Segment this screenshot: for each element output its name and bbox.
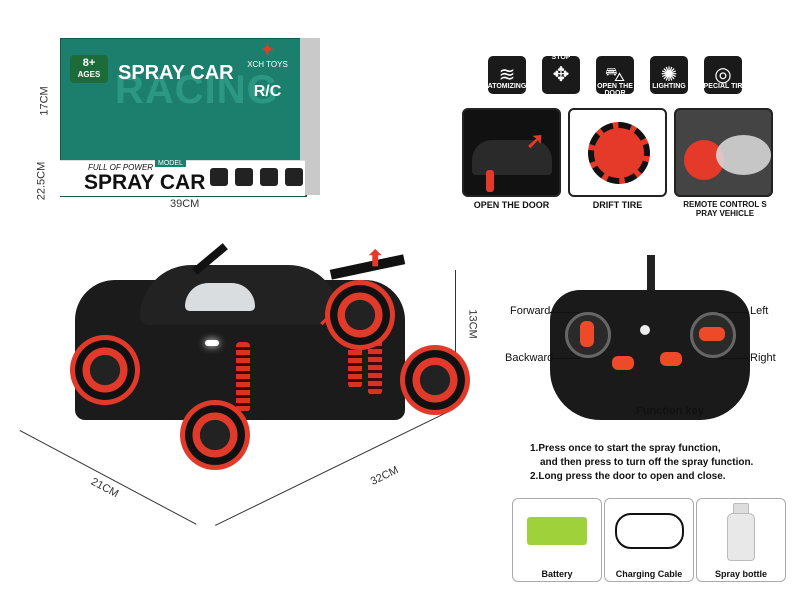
label-right: Right: [750, 352, 776, 364]
leader-left: [718, 312, 748, 313]
strip-icon-4: [285, 168, 303, 186]
package-box-side: [300, 38, 320, 195]
panel-caption: DRIFT TIRE: [592, 200, 643, 210]
leader-right: [718, 358, 748, 359]
bulb-icon: ✺: [650, 56, 688, 94]
battery-icon: [527, 517, 587, 545]
right-joystick-pad: [699, 327, 725, 341]
feature-atomizing: ≋ ATOMIZING: [482, 56, 532, 106]
box-model-tag: MODEL: [155, 160, 186, 167]
car-dim-length: 32CM: [368, 464, 401, 488]
car-windshield: [185, 283, 255, 311]
accessory-battery: Battery: [512, 498, 602, 582]
tire-icon: ◎: [704, 56, 742, 94]
box-dim-depth: 22.5CM: [35, 161, 48, 201]
shock-front-left: [236, 342, 250, 412]
age-badge-number: 8+: [82, 57, 96, 69]
feature-label: ATOMIZING: [487, 83, 527, 90]
box-logo: ✦ XCH TOYS R/C: [240, 40, 295, 101]
leader-forward: [550, 312, 580, 313]
instruction-line-1: 1.Press once to start the spray function…: [530, 443, 721, 454]
drift-tire: [588, 122, 650, 184]
rc-logo: R/C: [253, 83, 282, 100]
feature-special-tire: ◎ SPECIAL TIRE: [698, 56, 748, 106]
left-joystick[interactable]: [565, 312, 611, 358]
box-tagline: FULL OF POWER: [88, 163, 154, 172]
spray-icon: ≋: [488, 56, 526, 94]
wheel-front-right: [180, 400, 250, 470]
car-dim-height: 13CM: [466, 309, 479, 339]
instruction-line-2: and then press to turn off the spray fun…: [540, 457, 754, 468]
feature-label: STOP: [551, 54, 571, 61]
accessory-charging-cable: Charging Cable: [604, 498, 694, 582]
power-indicator-icon: [640, 325, 650, 335]
panel-car-silhouette: [472, 140, 552, 175]
age-badge: 8+ AGES: [70, 55, 108, 83]
panel-caption: OPEN THE DOOR: [473, 200, 550, 210]
car-dim-width: 21CM: [88, 475, 121, 501]
box-dim-height: 17CM: [38, 86, 51, 116]
cable-icon: [615, 513, 684, 549]
instructions: 1.Press once to start the spray function…: [530, 442, 753, 484]
dim-guide-length: [215, 411, 450, 526]
spray-bottle-icon: [727, 513, 755, 561]
function-button[interactable]: [660, 352, 682, 366]
leader-backward: [550, 358, 580, 359]
wheel-rear-right: [400, 345, 470, 415]
feature-open-door: ⛍ OPEN THE DOOR: [590, 56, 640, 106]
dim-guide-height: [455, 270, 457, 405]
accessory-label: Battery: [541, 569, 573, 579]
dim-guide-width: [19, 430, 197, 525]
label-forward: Forward: [510, 305, 551, 317]
panel-caption: REMOTE CONTROL S PRAY VEHICLE: [683, 200, 767, 218]
panel-spray-vehicle: [674, 108, 773, 197]
brand-logo-icon: ✦: [260, 42, 275, 59]
feature-label: SPECIAL TIRE: [698, 83, 748, 90]
stop-arrows-icon: ✥: [542, 56, 580, 94]
accessory-label: Spray bottle: [714, 569, 767, 579]
remote-button-left[interactable]: [612, 356, 634, 370]
car-door-icon: ⛍: [596, 56, 634, 94]
instruction-line-3: 2.Long press the door to open and close.: [530, 471, 726, 482]
panel-shock: [486, 170, 494, 192]
wheel-rear-left: [325, 280, 395, 350]
spoiler-arrow-icon: ⬆: [366, 246, 385, 271]
label-left: Left: [750, 305, 769, 317]
box-racing-text: RACING: [115, 68, 279, 112]
wheel-front-left: [70, 335, 140, 405]
left-joystick-pad: [580, 321, 594, 347]
box-brand-bottom: SPRAY CAR: [84, 171, 206, 194]
feature-stop: ✥ STOP: [536, 54, 586, 106]
box-brand-top: SPRAY CAR: [118, 62, 234, 84]
feature-label: OPEN THE DOOR: [597, 83, 633, 97]
brand-logo-text: XCH TOYS: [247, 60, 288, 69]
panel-drift-tire: [568, 108, 667, 197]
panel-arrow-icon: ➚: [526, 128, 545, 153]
remote-antenna: [647, 255, 655, 295]
age-badge-label: AGES: [77, 70, 101, 79]
strip-icon-1: [210, 168, 228, 186]
panel-open-door: ➚: [462, 108, 561, 197]
accessory-label: Charging Cable: [615, 569, 683, 579]
label-backward: Backward: [505, 352, 554, 364]
spray-cloud: [716, 135, 771, 175]
car-headlight: [205, 340, 219, 346]
right-joystick[interactable]: [690, 312, 736, 358]
strip-icon-3: [260, 168, 278, 186]
accessory-spray-bottle: Spray bottle: [696, 498, 786, 582]
label-function-key: Function key: [636, 405, 704, 417]
feature-label: LIGHTING: [652, 83, 686, 90]
strip-icon-2: [235, 168, 253, 186]
feature-lighting: ✺ LIGHTING: [644, 56, 694, 106]
box-dim-width: 39CM: [170, 198, 200, 210]
